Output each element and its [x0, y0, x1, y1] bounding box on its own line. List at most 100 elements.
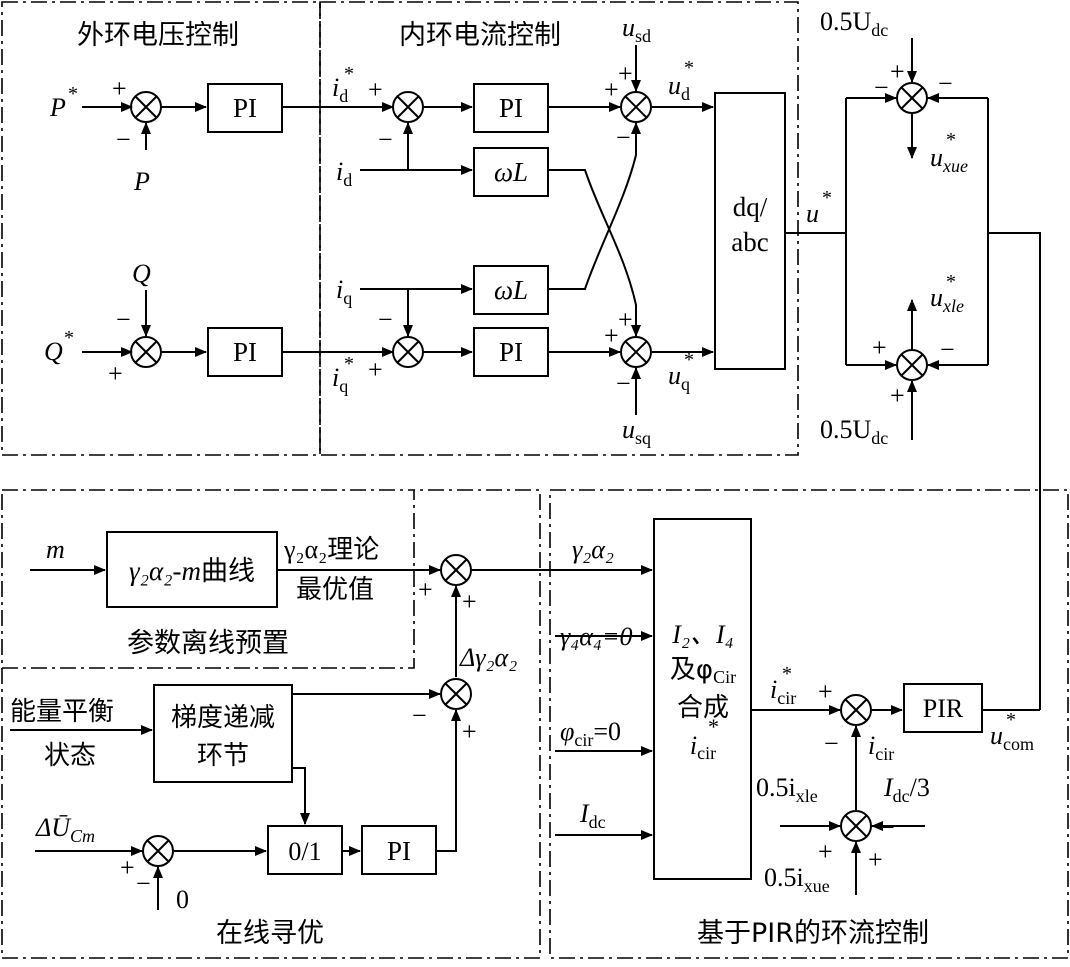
label-phi-eq: =0: [593, 717, 621, 746]
label-phi-sub: cir: [574, 730, 593, 750]
sign-s1-minus: −: [116, 125, 131, 154]
label-idc-sub: dc: [589, 812, 606, 832]
label-id-ref-sub: d: [339, 86, 348, 106]
switch-block: [267, 825, 343, 875]
sign-s6-minus: −: [616, 369, 631, 398]
label-u-star: u: [806, 199, 819, 228]
sign-s13-minus: −: [880, 813, 895, 842]
wire-ucom-bus: [988, 232, 1041, 710]
label-usd-sub: sd: [635, 26, 651, 46]
label-delta-gamma2: Δγ₂α₂: [459, 643, 517, 672]
sign-s2-minus: −: [116, 305, 131, 334]
label-idc: Idc: [579, 799, 606, 832]
label-half-udc-top-sub: dc: [871, 20, 888, 40]
frame-inner-current: [319, 1, 799, 456]
label-iq-sub: q: [343, 288, 352, 308]
label-iq-ref-sub: q: [339, 376, 348, 396]
gamma-curve-m: m: [182, 556, 202, 586]
wire-pi-s10: [436, 709, 461, 852]
sign-s6-plus-top: +: [618, 305, 633, 334]
label-m: m: [46, 535, 65, 564]
label-ud-ref-head: u: [668, 71, 681, 100]
frame-online-opt: [1, 489, 541, 959]
label-phi-cir: φcir=0: [560, 717, 621, 750]
label-half-udc-bottom-head: 0.5U: [820, 415, 872, 444]
label-half-udc-top: 0.5Udc: [820, 7, 888, 40]
label-usq-head: u: [622, 415, 635, 444]
label-uxle-sub: xle: [942, 296, 964, 316]
label-icir-sub: cir: [875, 744, 894, 764]
label-iq-ref-star: *: [344, 353, 354, 375]
label-icir-ref: icir: [770, 675, 796, 708]
omega-l-block-q-label: ωL: [494, 275, 528, 305]
label-uq-ref-star: *: [684, 349, 694, 371]
gamma-curve-label: γ₂α₂-m曲线: [129, 556, 255, 587]
synth-label-2-head: 及φ: [670, 655, 713, 685]
label-half-ixle-sub: xle: [796, 786, 818, 806]
label-uxle-star: *: [946, 271, 956, 293]
label-idc-third-sub: dc: [893, 786, 910, 806]
sign-s13-plus-left: +: [818, 837, 833, 866]
label-half-udc-bottom: 0.5Udc: [820, 415, 888, 448]
label-ud-ref-star: *: [684, 57, 694, 79]
sign-s2-plus: +: [108, 359, 123, 388]
title-circ-control: 基于PIR的环流控制: [697, 918, 929, 949]
wire-cross-q-to-d: [548, 122, 641, 290]
title-inner-current: 内环电流控制: [399, 20, 561, 51]
label-id: id: [336, 157, 352, 190]
label-ud-ref: ud: [668, 71, 690, 104]
synth-label-4: icir: [690, 731, 716, 763]
label-iq: iq: [336, 275, 352, 308]
label-id-sub: d: [343, 170, 352, 190]
label-gamma2: γ₂α₂: [572, 535, 614, 564]
sum-delta-gamma2-junction: [440, 678, 472, 710]
sign-s11-minus: −: [136, 869, 151, 898]
label-id-head: i: [336, 157, 343, 186]
pi-block-opt: [361, 825, 437, 875]
pi-block-q: [207, 327, 283, 377]
sum-icir-junction: [840, 694, 872, 726]
sign-s4-minus: −: [378, 305, 393, 334]
dq-abc-label-1: dq/: [733, 192, 768, 222]
label-uxue-star: *: [946, 129, 956, 151]
synth-label-2-sub: Cir: [713, 667, 736, 687]
pir-block-label: PIR: [923, 694, 964, 723]
dq-abc-block: [714, 92, 786, 370]
label-p-ref: P: [49, 93, 66, 122]
label-usd-head: u: [622, 13, 635, 42]
synthesis-block: [653, 518, 752, 880]
synth-label-4-star: *: [708, 714, 719, 739]
label-uxle: uxle: [930, 283, 964, 316]
connections: [10, 38, 1041, 910]
sum-uxle-junction: [896, 349, 928, 381]
omega-l-block-d: [473, 147, 549, 197]
sign-s9-plus-bottom: +: [462, 587, 477, 616]
label-ucom-head: u: [990, 721, 1003, 750]
label-half-ixue-sub: xue: [804, 876, 830, 896]
label-energy-1: 能量平衡: [10, 697, 114, 727]
gamma-curve-tail: 曲线: [201, 556, 255, 587]
gradient-label-1: 梯度递减: [171, 703, 275, 733]
label-half-ixue-head: 0.5i: [764, 863, 804, 892]
label-q: Q: [132, 259, 151, 288]
sign-s7-minus-left: −: [874, 73, 889, 102]
label-ucom: ucom: [990, 721, 1034, 754]
pi-block-q-label: PI: [233, 337, 257, 367]
sum-iq-junction: [392, 336, 424, 368]
synth-label-4-head: i: [690, 731, 697, 760]
signal-labels: P * + − P Q − Q * + id * + − id iq − iq …: [10, 7, 1034, 914]
title-param-preset: 参数离线预置: [127, 628, 289, 659]
sign-s13-plus-bottom: +: [868, 845, 883, 874]
title-outer-voltage: 外环电压控制: [77, 20, 239, 51]
label-icir-ref-head: i: [770, 675, 777, 704]
gradient-block: [153, 684, 293, 783]
pi-block-id-label: PI: [499, 93, 523, 123]
label-usq-sub: sq: [635, 428, 651, 448]
sign-s5-plus-left: +: [604, 75, 619, 104]
sum-uq-junction: [620, 336, 652, 368]
label-uq-ref-sub: q: [681, 374, 690, 394]
sign-s7-minus-right: −: [938, 69, 953, 98]
label-iq-ref: iq: [332, 363, 348, 396]
